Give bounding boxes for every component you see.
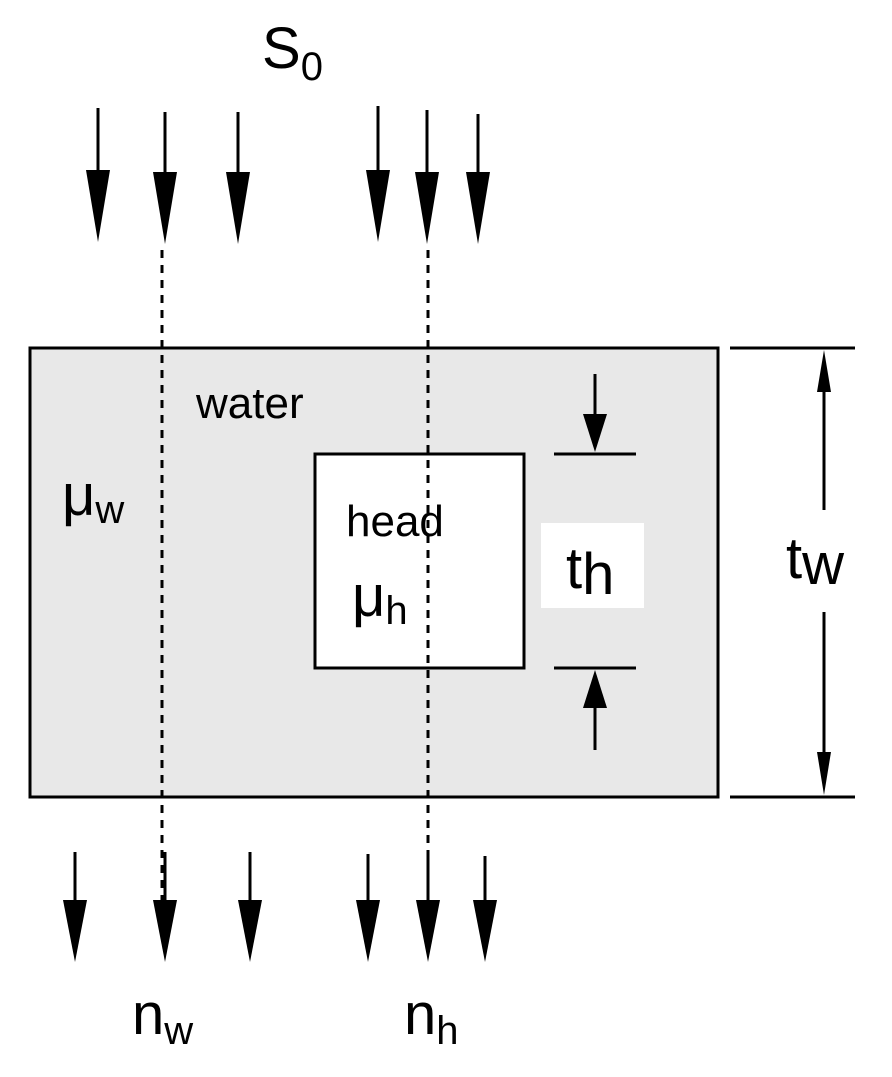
mu-w-sub: w <box>94 488 124 532</box>
n-h-main: n <box>404 982 436 1047</box>
source-label-main: S <box>262 16 301 81</box>
mu-w-label: μw <box>62 463 124 532</box>
mu-h-sub: h <box>385 589 407 633</box>
water-thickness-dimension <box>730 346 855 799</box>
head-region <box>313 452 526 670</box>
incoming-arrows <box>86 106 490 244</box>
head-thickness-label: th <box>566 536 614 607</box>
water-thickness-sub: w <box>801 532 845 597</box>
head-thickness-label-bg <box>541 523 644 608</box>
outgoing-arrows <box>63 852 497 962</box>
source-label-sub: 0 <box>301 45 323 89</box>
mu-h-main: μ <box>352 564 385 629</box>
head-thickness-sub: h <box>582 542 614 607</box>
head-thickness-dimension <box>554 374 636 750</box>
head-thickness-main: t <box>566 536 582 601</box>
n-h-sub: h <box>436 1009 458 1053</box>
n-w-main: n <box>132 982 164 1047</box>
source-label: S0 <box>262 16 323 89</box>
water-thickness-label: tw <box>786 526 845 597</box>
n-h-label: nh <box>404 982 459 1053</box>
water-label: water <box>195 379 304 428</box>
n-w-sub: w <box>163 1009 193 1053</box>
n-w-label: nw <box>132 982 193 1053</box>
head-label: head <box>346 497 444 546</box>
water-thickness-main: t <box>786 526 802 591</box>
mu-h-label: μh <box>352 564 408 633</box>
mu-w-main: μ <box>62 463 95 528</box>
